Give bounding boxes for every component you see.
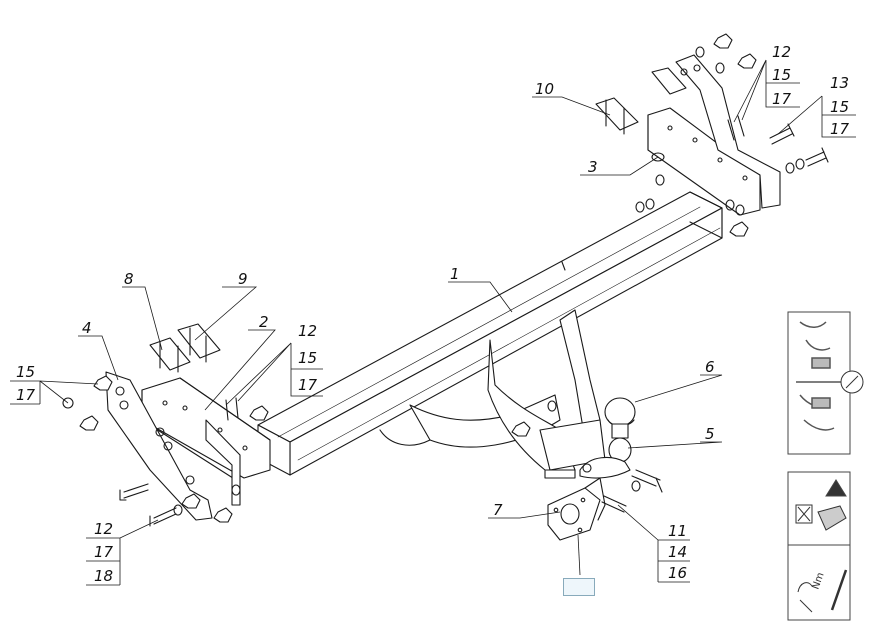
- leader-lines: [10, 59, 856, 586]
- part-label-12-mid: 12: [298, 322, 318, 340]
- instruction-panels: Nm: [787, 311, 864, 621]
- part-label-8: 8: [124, 270, 134, 288]
- no-drill-icon: [795, 504, 847, 531]
- remove-bumper-icon: [840, 370, 864, 394]
- clamp-plate-part-8: [149, 337, 191, 373]
- part-label-12-top: 12: [772, 43, 792, 61]
- part-label-17-bottom: 17: [94, 543, 114, 561]
- part-label-15-right: 15: [830, 98, 850, 116]
- part-label-17-right: 17: [830, 120, 850, 138]
- part-label-3: 3: [588, 158, 598, 176]
- wiring-panel: [787, 311, 851, 455]
- part-label-1: 1: [450, 265, 460, 283]
- nuts-and-washers: [62, 33, 805, 523]
- clamp-plate-part-9: [177, 323, 221, 363]
- socket-plate-part-7: [547, 477, 606, 541]
- part-label-9: 9: [238, 270, 248, 288]
- right-bracket-part-3: [647, 54, 781, 216]
- part-label-16: 16: [668, 564, 688, 582]
- part-label-14: 14: [668, 543, 688, 561]
- part-label-10: 10: [535, 80, 555, 98]
- part-label-6: 6: [705, 358, 715, 376]
- part-label-15-left: 15: [16, 363, 36, 381]
- wiring-harness-icon: [796, 321, 850, 431]
- bolts: [119, 115, 829, 527]
- warning-panel: [787, 471, 851, 621]
- part-label-15-top: 15: [772, 66, 792, 84]
- part-label-18: 18: [94, 567, 114, 585]
- part-label-13: 13: [830, 74, 850, 92]
- clamp-plate-part-10: [595, 67, 687, 135]
- part-label-15-mid: 15: [298, 349, 318, 367]
- part-label-17-mid: 17: [298, 376, 318, 394]
- part-label-4: 4: [82, 319, 92, 337]
- part-label-12-bottom: 12: [94, 520, 114, 538]
- part-label-17-top: 17: [772, 90, 792, 108]
- torque-wrench-icon: Nm: [797, 569, 848, 613]
- socket-note-tag: [563, 578, 595, 596]
- left-bracket-part-4: [105, 371, 213, 521]
- part-label-5: 5: [705, 425, 715, 443]
- towball-part-6: [579, 397, 636, 479]
- warning-triangle-icon: [825, 479, 847, 497]
- part-label-7: 7: [493, 501, 503, 519]
- part-label-2: 2: [259, 313, 269, 331]
- part-label-11: 11: [668, 522, 688, 540]
- part-label-17-left: 17: [16, 386, 36, 404]
